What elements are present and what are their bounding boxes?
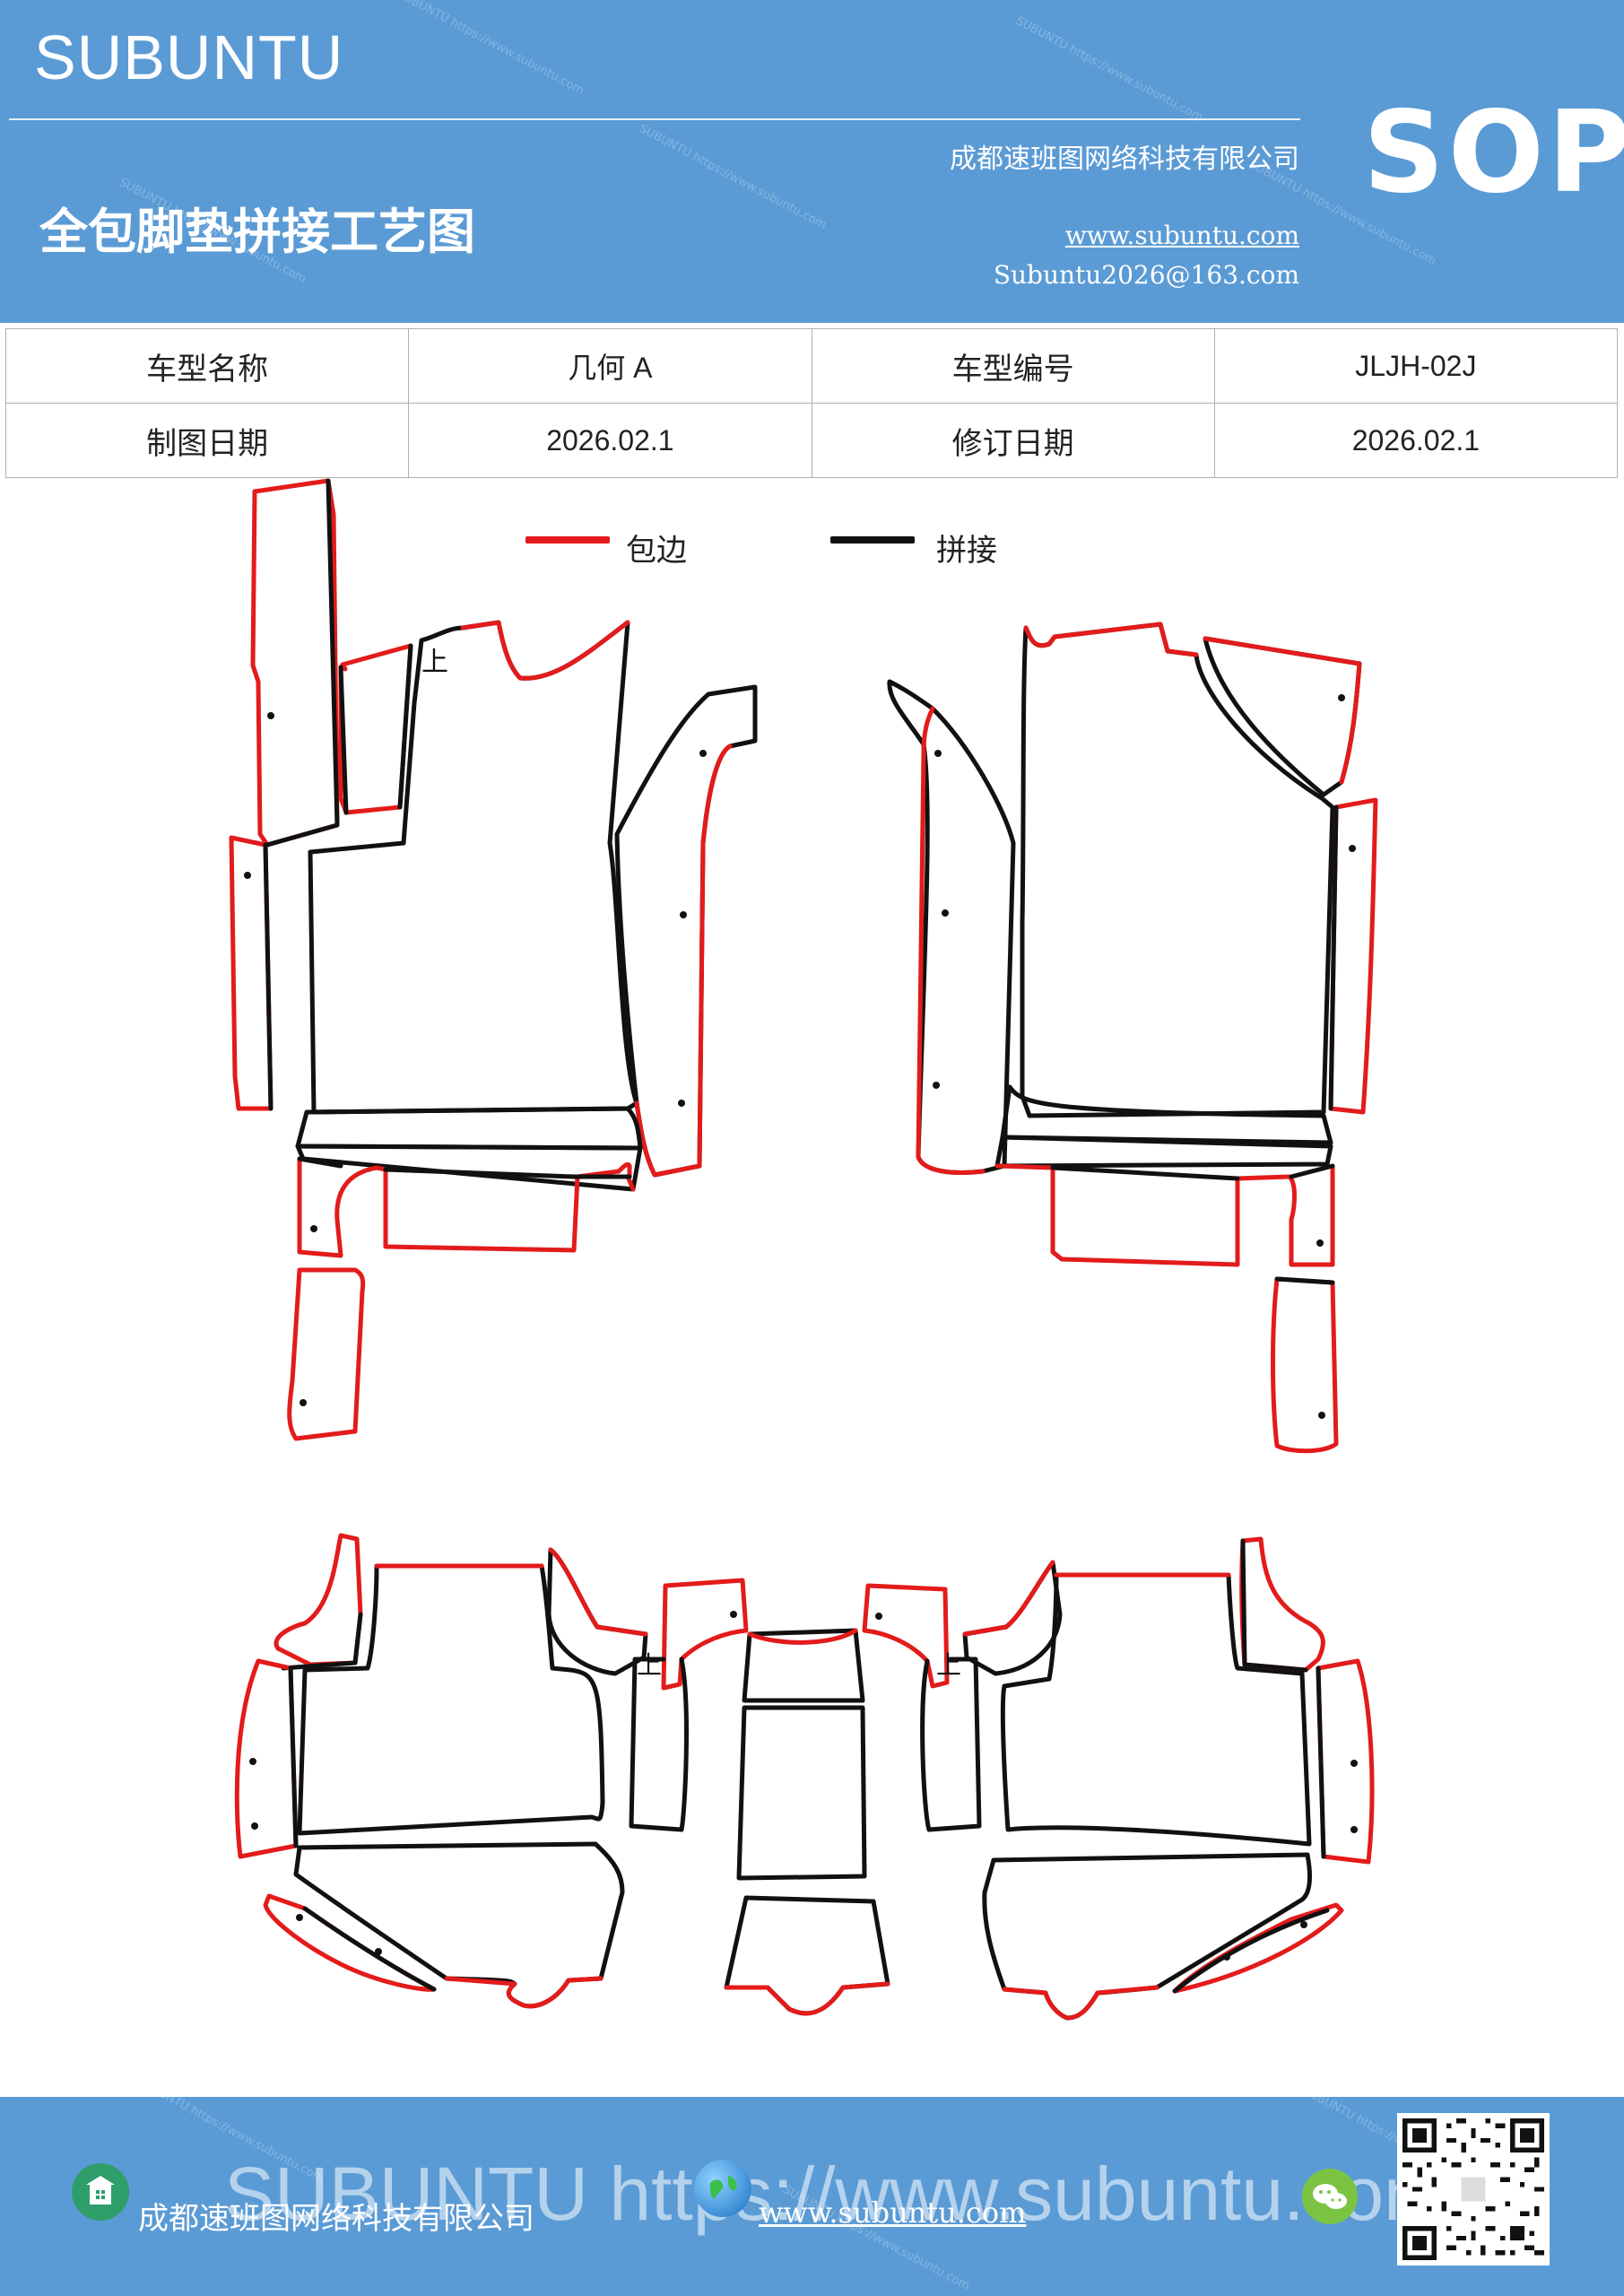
up-marker: 上 bbox=[637, 1650, 662, 1680]
fastener-dot bbox=[267, 712, 274, 719]
driver-left-strip bbox=[229, 835, 274, 1111]
qr-code-image bbox=[1403, 2118, 1544, 2260]
fastener-dot bbox=[296, 1914, 303, 1921]
driver-small-side-piece bbox=[338, 643, 413, 815]
fastener-dot bbox=[875, 1613, 882, 1620]
fastener-dot bbox=[933, 1082, 940, 1089]
fastener-dot bbox=[375, 1948, 382, 1955]
rear-center-middle-piece bbox=[736, 1705, 867, 1881]
driver-upper-side-piece bbox=[250, 478, 340, 848]
model-name-value: 几何 A bbox=[408, 328, 812, 404]
draw-date-label: 制图日期 bbox=[4, 403, 410, 478]
fastener-dot bbox=[300, 1399, 307, 1406]
sop-badge: SOP bbox=[1363, 86, 1624, 218]
rear-left-tail-piece bbox=[263, 1893, 437, 1992]
fastener-dot bbox=[1300, 1921, 1307, 1928]
fastener-dot bbox=[310, 1225, 317, 1232]
fastener-dot bbox=[680, 911, 687, 918]
fastener-dot bbox=[1350, 1760, 1358, 1767]
model-code-label: 车型编号 bbox=[811, 328, 1215, 404]
footer-company-name: 成都速班图网络科技有限公司 bbox=[138, 2201, 534, 2237]
draw-date-value: 2026.02.1 bbox=[408, 403, 812, 478]
floor-mat-pattern-diagram: 上 bbox=[229, 478, 1378, 2021]
fastener-dot bbox=[934, 750, 942, 757]
driver-main-piece bbox=[308, 620, 639, 1115]
rear-left-corner-piece bbox=[546, 1547, 648, 1676]
table-row: 车型名称 几何 A 车型编号 JLJH-02J bbox=[4, 328, 1619, 404]
fastener-dot bbox=[1318, 1412, 1325, 1419]
fastener-dot bbox=[699, 750, 707, 757]
revision-date-label: 修订日期 bbox=[811, 403, 1215, 478]
passenger-footwell-piece bbox=[994, 1163, 1335, 1267]
qr-code[interactable] bbox=[1397, 2113, 1550, 2266]
fastener-dots bbox=[244, 694, 1358, 1961]
document-title: 全包脚垫拼接工艺图 bbox=[39, 203, 475, 260]
fastener-dot bbox=[1350, 1826, 1358, 1833]
passenger-cross-strips bbox=[994, 1084, 1333, 1169]
table-row: 制图日期 2026.02.1 修订日期 2026.02.1 bbox=[4, 403, 1619, 478]
revision-date-value: 2026.02.1 bbox=[1213, 403, 1619, 478]
wechat-icon bbox=[1302, 2169, 1358, 2224]
edge-label: 包边 bbox=[626, 533, 687, 569]
fastener-dot bbox=[942, 909, 949, 917]
rear-left-main-piece bbox=[297, 1563, 605, 1836]
passenger-lower-side-piece bbox=[1271, 1276, 1339, 1454]
rear-right-corner-piece bbox=[962, 1560, 1063, 1676]
fastener-dot bbox=[1349, 845, 1356, 852]
fastener-dot bbox=[249, 1758, 256, 1765]
fastener-dot bbox=[730, 1611, 737, 1618]
rear-center-left-pillar bbox=[629, 1578, 749, 1832]
edge-swatch bbox=[525, 536, 610, 544]
fastener-dot bbox=[1316, 1239, 1324, 1247]
driver-right-strip bbox=[614, 684, 758, 1178]
footer-website-link[interactable]: www.subuntu.com bbox=[759, 2196, 1027, 2230]
fastener-dot bbox=[678, 1100, 685, 1107]
email-address: Subuntu2026@163.com bbox=[993, 260, 1299, 290]
fastener-dot bbox=[244, 872, 251, 879]
rear-left-outer-strip bbox=[234, 1658, 299, 1859]
rear-center-top-piece bbox=[742, 1628, 865, 1703]
fastener-dot bbox=[1223, 1953, 1230, 1961]
fastener-dot bbox=[251, 1822, 258, 1830]
website-link[interactable]: www.subuntu.com bbox=[1064, 221, 1299, 250]
rear-right-tail-piece bbox=[1172, 1902, 1344, 1994]
brand-name: SUBUNTU bbox=[34, 22, 344, 92]
passenger-upper-corner-piece bbox=[1203, 636, 1362, 797]
rear-center-bottom-piece bbox=[724, 1895, 890, 2016]
header-divider bbox=[9, 118, 1300, 120]
passenger-main-piece bbox=[1020, 622, 1335, 1118]
rear-left-lower-piece bbox=[293, 1841, 625, 2009]
rear-center-right-pillar bbox=[862, 1583, 982, 1832]
driver-footwell-piece bbox=[297, 1156, 636, 1258]
fastener-dot bbox=[1338, 694, 1345, 701]
passenger-right-strip bbox=[1328, 797, 1378, 1115]
page-footer: SUBUNTU https://www.subuntu.com SUBUNTU … bbox=[0, 2097, 1624, 2296]
vehicle-info-table: 车型名称 几何 A 车型编号 JLJH-02J 制图日期 2026.02.1 修… bbox=[4, 328, 1619, 478]
page-header: SUBUNTU https://www.subuntu.com SUBUNTU … bbox=[0, 0, 1624, 323]
rear-right-upper-side-piece bbox=[1239, 1536, 1325, 1673]
model-name-label: 车型名称 bbox=[4, 328, 410, 404]
rear-right-main-piece bbox=[1000, 1572, 1312, 1847]
building-icon bbox=[72, 2163, 129, 2221]
model-code-value: JLJH-02J bbox=[1213, 328, 1619, 404]
driver-lower-side-piece bbox=[287, 1267, 366, 1441]
company-name: 成都速班图网络科技有限公司 bbox=[950, 144, 1299, 175]
splice-label: 拼接 bbox=[936, 533, 997, 569]
globe-icon bbox=[694, 2160, 751, 2217]
passenger-left-strip bbox=[887, 679, 1016, 1175]
splice-swatch bbox=[830, 536, 915, 544]
footer-url-banner: SUBUNTU https://www.subuntu.com bbox=[224, 2152, 1447, 2236]
up-marker: 上 bbox=[936, 1650, 961, 1680]
rear-left-upper-side-piece bbox=[274, 1533, 363, 1671]
rear-right-outer-strip bbox=[1316, 1658, 1375, 1865]
rear-right-lower-piece bbox=[982, 1852, 1312, 2021]
up-marker: 上 bbox=[421, 647, 448, 678]
